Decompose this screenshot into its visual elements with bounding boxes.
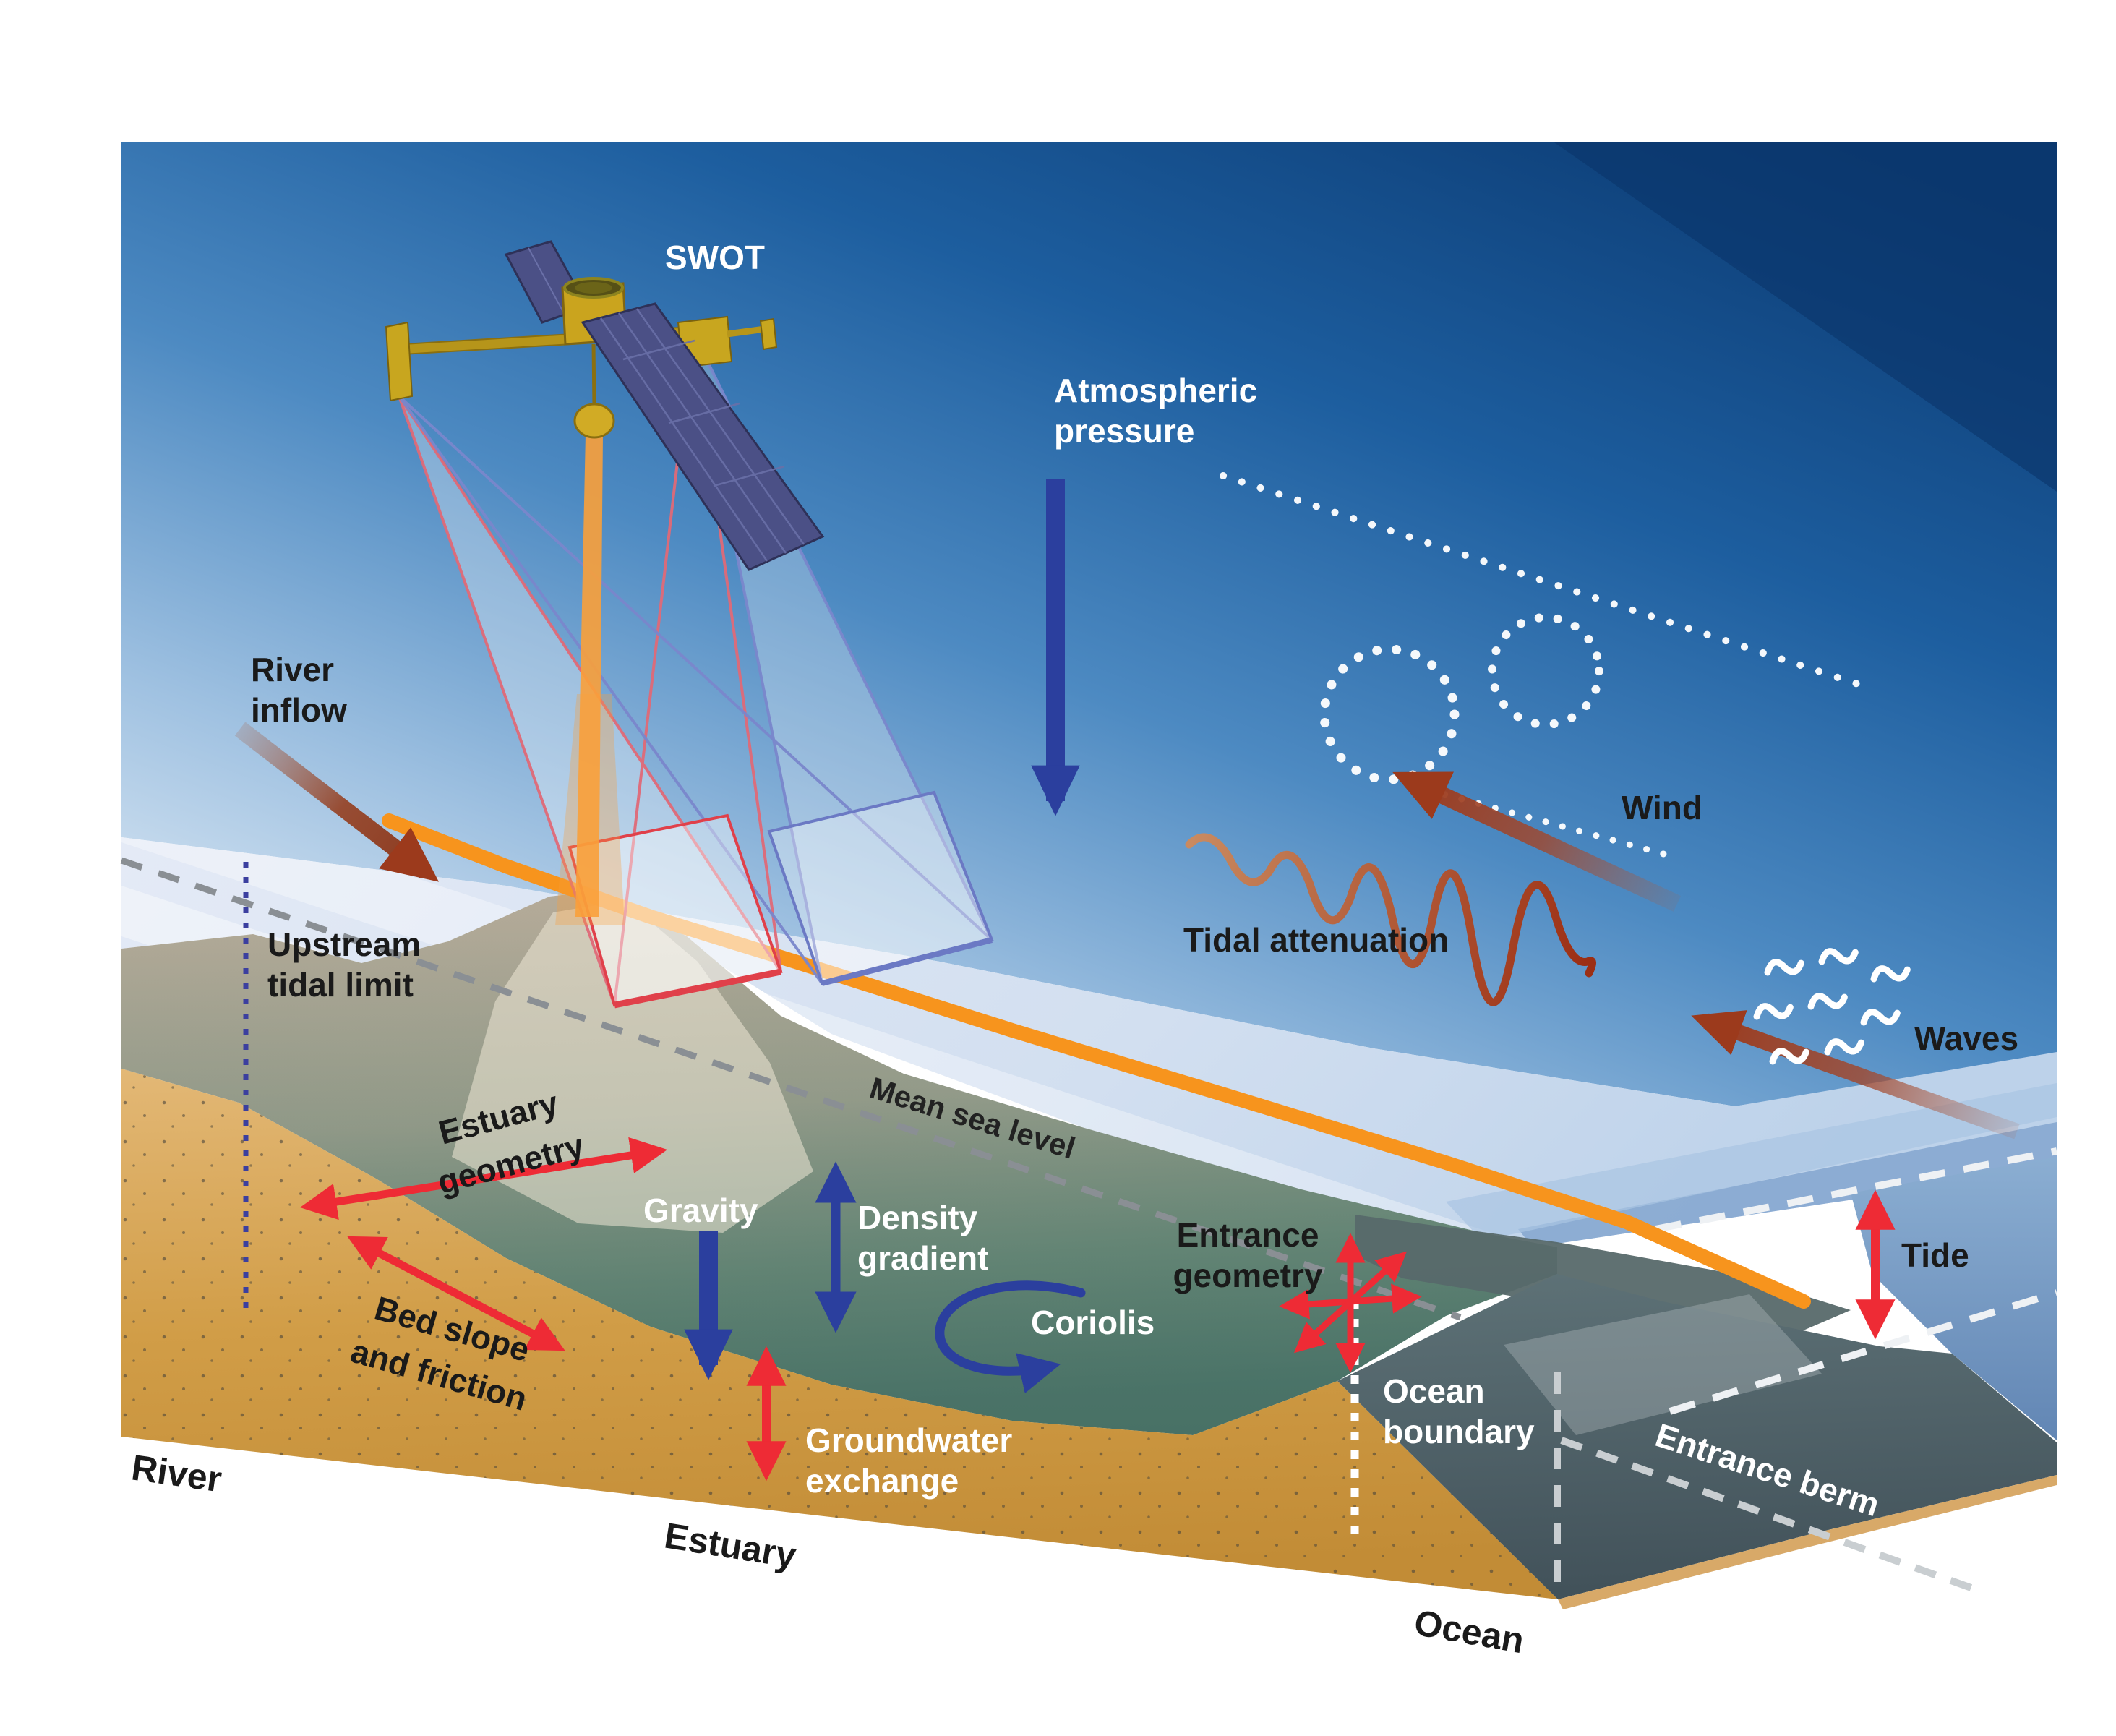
sand-speckles xyxy=(121,1069,1558,1599)
swot-satellite xyxy=(385,240,825,571)
waves-squiggles-icon xyxy=(1753,948,1911,1065)
swot-ground-track xyxy=(382,813,1811,1309)
mean-sea-level-line xyxy=(120,857,1462,1321)
waves-label: Waves xyxy=(1914,1019,2018,1057)
berm-front-face xyxy=(1337,1274,2057,1599)
estuary-label: Estuary xyxy=(661,1515,799,1576)
svg-text:tidal limit: tidal limit xyxy=(267,966,414,1004)
upstream-tidal-limit-label: Upstream xyxy=(267,925,421,963)
tidal-attenuation-wave xyxy=(1185,833,1596,1006)
nadir-altimeter-beam xyxy=(555,434,625,925)
coriolis-label: Coriolis xyxy=(1031,1304,1155,1341)
satellite-solar-array-main xyxy=(581,302,825,571)
sky xyxy=(121,142,2057,1106)
ocean-label: Ocean xyxy=(1411,1602,1527,1662)
entrance-geometry-star-arrows xyxy=(1279,1233,1422,1373)
ocean-cross-face xyxy=(1851,1157,2057,1440)
wind-arrow xyxy=(1392,771,1682,912)
river-inflow-arrow xyxy=(234,722,440,882)
gravity-label: Gravity xyxy=(643,1192,758,1229)
svg-text:boundary: boundary xyxy=(1383,1413,1535,1450)
svg-text:gradient: gradient xyxy=(857,1239,988,1277)
estuary-geometry-arrow xyxy=(299,1137,668,1220)
river-inflow-label: River xyxy=(251,651,334,688)
density-gradient-label: Density xyxy=(857,1199,978,1236)
wind-label: Wind xyxy=(1622,789,1702,826)
satellite-nadir-dish xyxy=(573,403,615,439)
groundwater-exchange-label: Groundwater xyxy=(805,1421,1012,1459)
wind-cloud-swirls-icon xyxy=(1220,472,1875,860)
atmospheric-pressure-label: Atmospheric xyxy=(1054,372,1257,409)
tide-label: Tide xyxy=(1901,1236,1969,1274)
satellite-left-antenna xyxy=(385,321,414,402)
entrance-geometry-label: Entrance xyxy=(1177,1216,1319,1254)
berm-sand-edge xyxy=(1558,1475,2057,1609)
water-surface xyxy=(121,837,2057,1244)
svg-text:exchange: exchange xyxy=(805,1462,959,1500)
coriolis-arrow xyxy=(935,1280,1086,1394)
river-label: River xyxy=(129,1447,224,1500)
bed-slope-arrow xyxy=(347,1236,565,1351)
sky-dark-corner xyxy=(1554,142,2057,492)
svg-text:inflow: inflow xyxy=(251,691,347,729)
low-tide-dashed-line xyxy=(1669,1289,2058,1415)
svg-text:geometry: geometry xyxy=(1173,1257,1322,1294)
tidal-attenuation-label: Tidal attenuation xyxy=(1183,921,1449,959)
svg-text:pressure: pressure xyxy=(1054,412,1194,450)
waves-arrow xyxy=(1691,1010,2020,1139)
ocean-boundary-label: Ocean xyxy=(1383,1372,1485,1410)
berm-face-highlight xyxy=(1504,1294,1822,1435)
swot-label: SWOT xyxy=(665,239,765,276)
